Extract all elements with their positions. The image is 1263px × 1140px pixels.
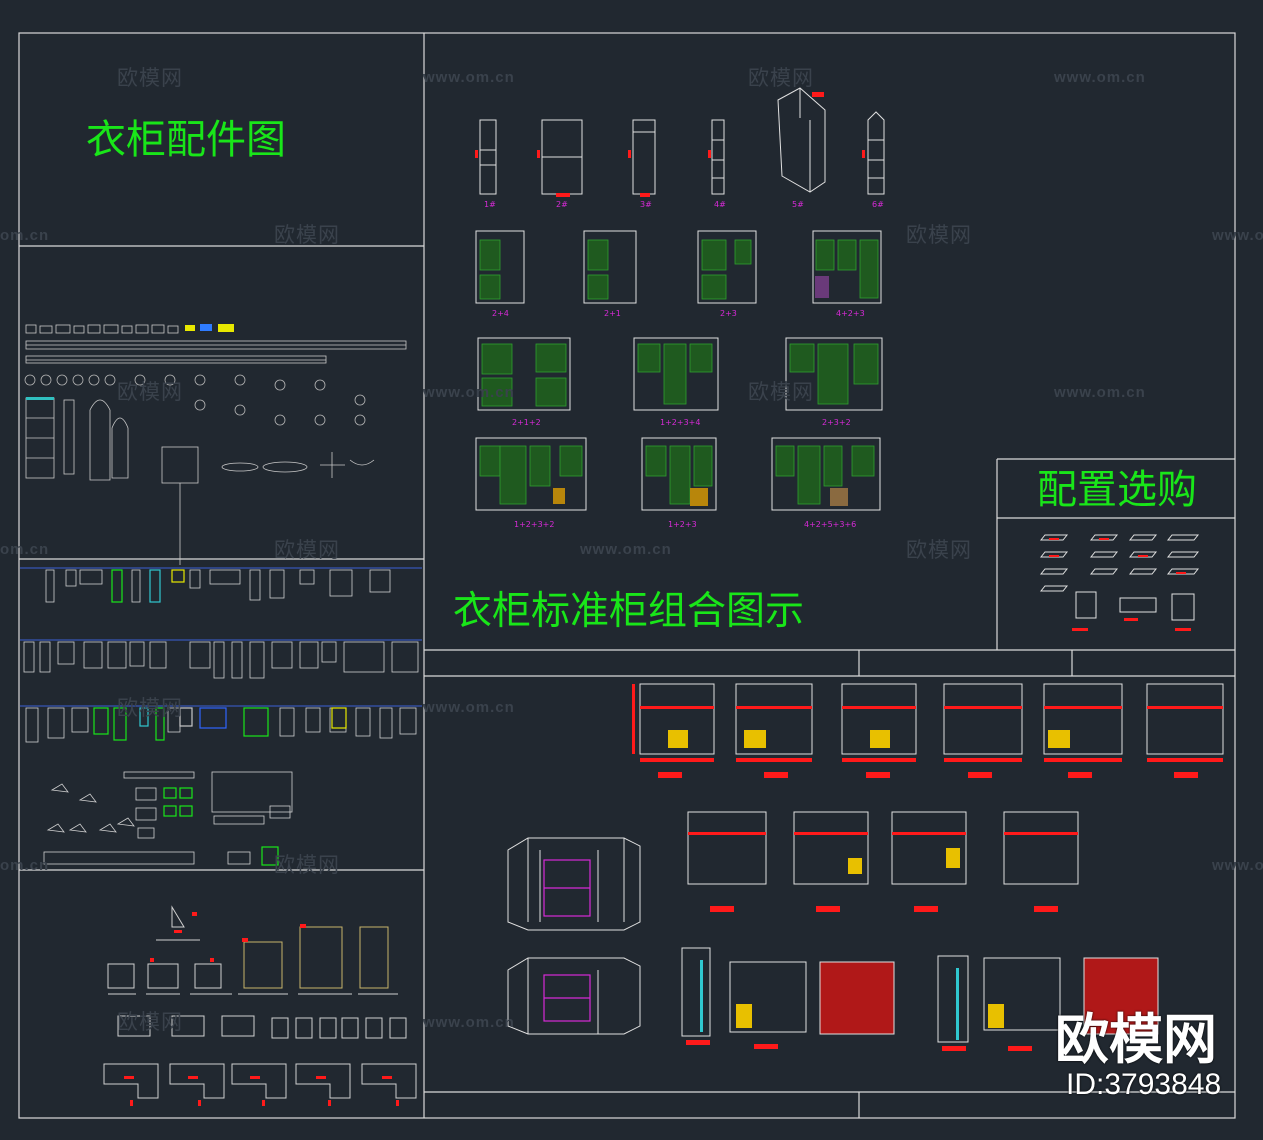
- watermark-cn: 欧模网: [906, 223, 972, 247]
- combo-label: 4+2+3: [836, 309, 865, 318]
- drawing-frame: [18, 32, 1236, 1119]
- watermark-cn: 欧模网: [274, 538, 340, 562]
- watermark-en: www.om.cn: [1054, 69, 1146, 86]
- watermark-en: www.om.cn: [423, 1014, 515, 1031]
- accessory-icon-dots: [24, 374, 366, 426]
- watermark-cn: 欧模网: [748, 380, 814, 404]
- cabinet-label: 4#: [714, 200, 726, 209]
- watermark-en: www.om.cn: [1212, 857, 1263, 874]
- combo-label: 2+4: [492, 309, 509, 318]
- brand-logo-text: 欧模网: [1055, 1008, 1217, 1071]
- watermark-en: www.om.cn: [423, 69, 515, 86]
- combo-wardrobes: [475, 230, 883, 511]
- watermark-cn: 欧模网: [748, 66, 814, 90]
- single-cabinets: [479, 87, 885, 195]
- elevation-row1: [639, 683, 1224, 755]
- elevation-red-accents: [632, 684, 1223, 778]
- watermark-cn: 欧模网: [274, 853, 340, 877]
- elevation-row3: [507, 947, 1061, 1043]
- combo-labels-row2: 2+4 2+1 2+3 4+2+3: [0, 309, 1263, 321]
- watermark-partial: om.cn: [0, 857, 50, 874]
- standard-combo-title: 衣柜标准柜组合图示: [453, 589, 805, 634]
- accessories-title: 衣柜配件图: [86, 117, 286, 163]
- combo-label: 2+3+2: [822, 418, 851, 427]
- combo-label: 1+2+3+4: [660, 418, 701, 427]
- cabinet-labels-row1: 1# 2# 3# 4# 5# 6#: [0, 200, 1263, 212]
- watermark-cn: 欧模网: [906, 538, 972, 562]
- watermark-en: www.om.cn: [423, 699, 515, 716]
- elevation-row1-fills: [668, 730, 1070, 748]
- elevation-row3-fills: [686, 957, 1159, 1051]
- watermark-cn: 欧模网: [117, 1010, 183, 1034]
- config-title: 配置选购: [1037, 467, 1197, 513]
- watermark-cn: 欧模网: [117, 380, 183, 404]
- single-cabinet-red-marks: [475, 92, 865, 197]
- watermark-partial: om.cn: [0, 541, 50, 558]
- cabinet-label: 2#: [556, 200, 568, 209]
- cabinet-label: 1#: [484, 200, 496, 209]
- clothing-rail-lines: [20, 567, 422, 707]
- combo-labels-row3: 2+1+2 1+2+3+4 2+3+2: [0, 418, 1263, 430]
- bottom-left-cabinets: [103, 905, 417, 1099]
- combo-label: 2+1: [604, 309, 621, 318]
- accessory-icons-panel: [25, 324, 407, 565]
- elevation-row2: [507, 811, 1079, 931]
- watermark-en: www.om.cn: [423, 384, 515, 401]
- cabinet-label: 6#: [872, 200, 884, 209]
- clothing-shapes: [23, 569, 419, 743]
- watermark-cn: 欧模网: [117, 66, 183, 90]
- cabinet-label: 5#: [792, 200, 804, 209]
- combo-label: 1+2+3+2: [514, 520, 555, 529]
- config-red-marks: [1049, 538, 1191, 631]
- watermark-cn: 欧模网: [117, 696, 183, 720]
- watermark-en: www.om.cn: [1054, 384, 1146, 401]
- config-items: [1039, 534, 1200, 621]
- combo-label: 2+3: [720, 309, 737, 318]
- combo-label: 4+2+5+3+6: [804, 520, 857, 529]
- watermark-cn: 欧模网: [274, 223, 340, 247]
- elevation-row2-fills: [688, 832, 1078, 912]
- combo-label: 2+1+2: [512, 418, 541, 427]
- small-items: [43, 771, 293, 865]
- watermark-en: www.om.cn: [1212, 227, 1263, 244]
- iso-cabinet-magenta: [543, 859, 591, 1022]
- color-accents-top: [26, 324, 234, 400]
- cabinet-label: 3#: [640, 200, 652, 209]
- combo-wardrobe-hangings: [479, 239, 879, 505]
- combo-label: 1+2+3: [668, 520, 697, 529]
- clothing-colored: [93, 569, 347, 866]
- watermark-partial: om.cn: [0, 227, 50, 244]
- brand-id: ID:3793848: [1066, 1068, 1222, 1101]
- combo-accent-colors: [553, 276, 848, 506]
- bottom-left-red-marks: [124, 912, 399, 1106]
- combo-labels-row4: 1+2+3+2 1+2+3 4+2+5+3+6: [0, 520, 1263, 532]
- watermark-en: www.om.cn: [580, 541, 672, 558]
